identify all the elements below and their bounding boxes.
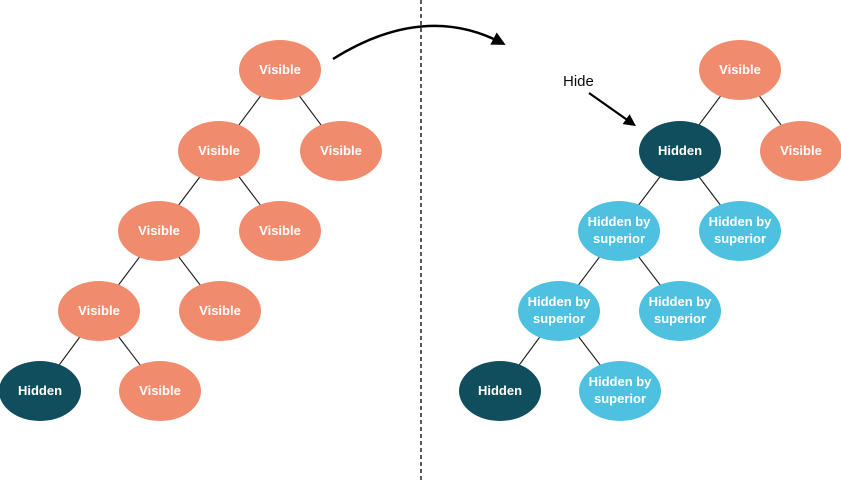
node-label: Visible [719, 61, 761, 77]
tree-node-visible: Visible [179, 281, 261, 341]
node-label: Visible [259, 222, 301, 238]
node-label: Hidden [17, 382, 63, 398]
tree-node-hidden-by-superior: Hidden by superior [699, 201, 781, 261]
tree-node-visible: Visible [118, 201, 200, 261]
tree-node-visible: Visible [300, 121, 382, 181]
node-label: Visible [198, 142, 240, 158]
hide-arrow-icon [588, 92, 636, 127]
node-label: Visible [259, 61, 301, 77]
tree-node-visible: Visible [239, 201, 321, 261]
tree-node-hidden-by-superior: Hidden by superior [639, 281, 721, 341]
node-label: Hidden by superior [648, 294, 712, 326]
tree-node-visible: Visible [178, 121, 260, 181]
node-label: Visible [320, 142, 362, 158]
tree-node-hidden: Hidden [639, 121, 721, 181]
node-label: Visible [780, 142, 822, 158]
tree-node-hidden-by-superior: Hidden by superior [578, 201, 660, 261]
node-label: Hidden [657, 142, 703, 158]
tree-node-visible: Visible [239, 40, 321, 100]
tree-node-hidden-by-superior: Hidden by superior [579, 361, 661, 421]
tree-node-hidden: Hidden [0, 361, 81, 421]
node-label: Hidden by superior [708, 214, 772, 246]
node-label: Hidden by superior [587, 214, 651, 246]
node-label: Hidden by superior [588, 374, 652, 406]
tree-node-hidden: Hidden [459, 361, 541, 421]
hide-label: Hide [563, 73, 594, 90]
transform-arrow-icon [332, 24, 506, 61]
node-label: Visible [139, 382, 181, 398]
node-label: Visible [138, 222, 180, 238]
tree-node-visible: Visible [699, 40, 781, 100]
tree-node-visible: Visible [58, 281, 140, 341]
tree-node-visible: Visible [119, 361, 201, 421]
tree-node-hidden-by-superior: Hidden by superior [518, 281, 600, 341]
node-label: Hidden [477, 382, 523, 398]
node-label: Visible [199, 302, 241, 318]
tree-node-visible: Visible [760, 121, 841, 181]
node-label: Visible [78, 302, 120, 318]
node-label: Hidden by superior [527, 294, 591, 326]
